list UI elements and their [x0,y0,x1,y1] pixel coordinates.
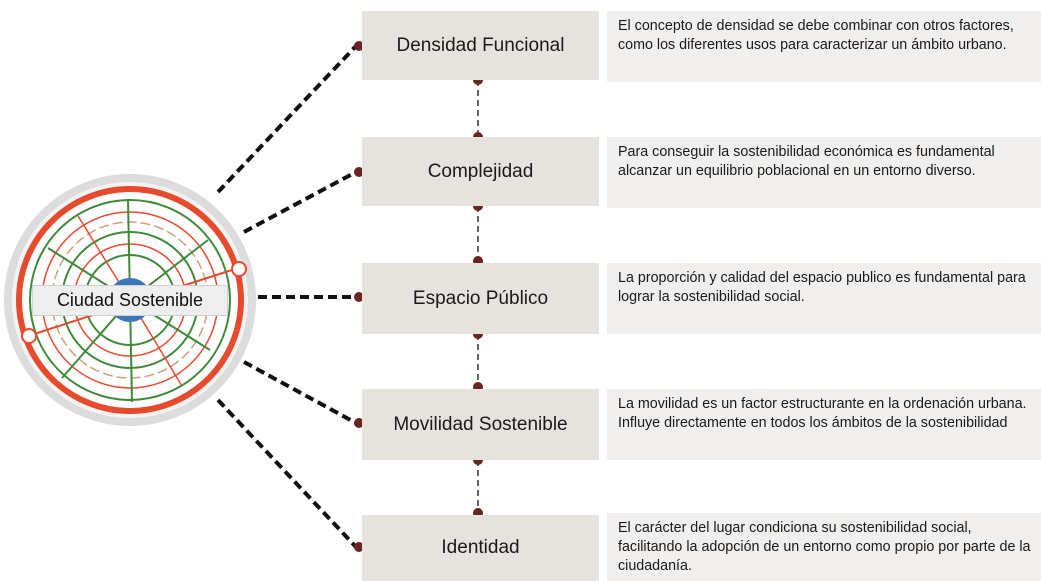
emblem-handle [231,261,247,277]
desc-complejidad: Para conseguir la sostenibilidad económi… [607,137,1041,208]
node-movilidad-sostenible: Movilidad Sostenible [362,389,599,460]
dot [354,41,364,51]
desc-identidad: El carácter del lugar condiciona su sost… [607,513,1041,581]
desc-densidad-funcional: El concepto de densidad se debe combinar… [607,11,1041,82]
node-densidad-funcional: Densidad Funcional [362,11,599,80]
connector-identidad [216,398,358,549]
connectors [216,44,358,549]
dot [354,167,364,177]
desc-espacio-publico: La proporción y calidad del espacio publ… [607,263,1041,334]
node-complejidad: Complejidad [362,137,599,206]
center-label: Ciudad Sostenible [32,285,228,316]
emblem-handle [21,328,37,344]
dots [354,41,483,552]
desc-movilidad-sostenible: La movilidad es un factor estructurante … [607,389,1041,460]
dot [354,292,364,302]
green-ring-outer [29,199,231,401]
dot [354,418,364,428]
connector-densidad [216,44,358,194]
connector-complejidad [243,170,357,234]
connector-movilidad [243,360,357,425]
node-espacio-publico: Espacio Público [362,263,599,334]
dot [354,542,364,552]
node-identidad: Identidad [362,515,599,581]
